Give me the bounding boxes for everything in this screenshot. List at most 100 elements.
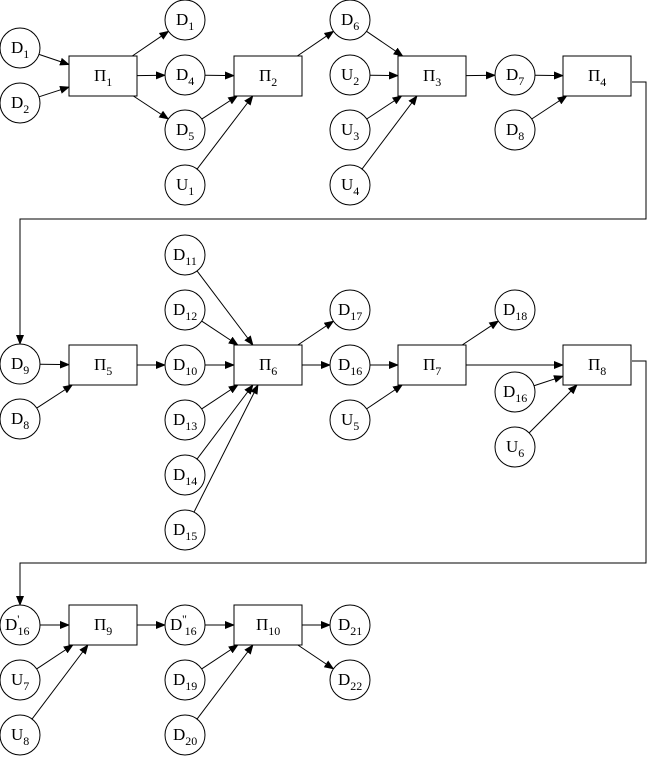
- node-label: D17: [338, 300, 362, 323]
- arrow-d8a-to-p4: [531, 95, 568, 120]
- node-label-sub: 9: [106, 624, 112, 638]
- data-node-u1: U1: [164, 164, 206, 206]
- node-label-sup: ': [17, 612, 19, 626]
- node-label-base: Π: [256, 615, 268, 634]
- node-circle: [164, 54, 206, 96]
- node-label-base: D: [173, 520, 185, 539]
- arrow-d16b-to-p8: [533, 375, 564, 387]
- data-node-u5: U5: [329, 399, 371, 441]
- node-label-sub: 15: [185, 529, 197, 543]
- node-label: D2: [11, 93, 29, 116]
- node-label: D14: [173, 465, 197, 488]
- arrow-p10-to-d22: [297, 644, 335, 670]
- node-circle: [0, 398, 41, 440]
- process-rect: [68, 604, 138, 646]
- node-circle: [164, 289, 206, 331]
- node-label-sub: 1: [106, 75, 112, 89]
- node-circle: [164, 509, 206, 551]
- node-label: D9: [11, 354, 29, 377]
- arrow-d11-to-p6: [196, 270, 254, 346]
- node-label-base: D: [338, 615, 350, 634]
- process-rect: [562, 55, 632, 97]
- process-rect: [562, 344, 632, 386]
- node-label: D18: [503, 300, 527, 323]
- data-node-u8: U8: [0, 714, 41, 756]
- arrow-p4-to-d9: [16, 81, 647, 345]
- node-label-sub: 17: [350, 309, 362, 323]
- node-label-base: U: [341, 120, 353, 139]
- node-label-sub: 12: [185, 309, 197, 323]
- node-circle: [494, 426, 536, 468]
- arrow-d19-to-p10: [201, 644, 239, 670]
- process-rect: [233, 55, 303, 97]
- node-label-base: D: [11, 409, 23, 428]
- node-label-sub: 16: [350, 364, 362, 378]
- node-label-sub: 8: [518, 129, 524, 143]
- node-label-base: D: [173, 725, 185, 744]
- node-label: D19: [173, 670, 197, 693]
- node-label-sub: 7: [435, 364, 441, 378]
- node-circle: [0, 659, 41, 701]
- arrow-p8-to-d16p: [16, 360, 647, 606]
- node-circle: [164, 454, 206, 496]
- node-label: D13: [173, 410, 197, 433]
- data-node-d7: D7: [494, 54, 536, 96]
- node-label: Π1: [94, 66, 112, 89]
- node-label-sub: 18: [515, 309, 527, 323]
- node-label-base: D: [170, 615, 182, 634]
- node-label: D5: [176, 120, 194, 143]
- data-node-d19: D19: [164, 659, 206, 701]
- process-box-p6: Π6: [233, 344, 303, 386]
- data-node-d4: D4: [164, 54, 206, 96]
- node-label-sub: 1: [188, 184, 194, 198]
- node-label: U3: [341, 120, 359, 143]
- node-label-sub: 6: [518, 446, 524, 460]
- node-label: Π3: [423, 66, 441, 89]
- data-node-d12: D12: [164, 289, 206, 331]
- node-label-base: Π: [423, 66, 435, 85]
- node-label-base: U: [506, 437, 518, 456]
- data-node-d22: D22: [329, 659, 371, 701]
- node-label-sub: 22: [350, 679, 362, 693]
- node-label: Π10: [256, 615, 280, 638]
- node-label-sub: 8: [23, 734, 29, 748]
- node-label-base: D: [503, 300, 515, 319]
- node-circle: [0, 27, 41, 69]
- node-circle: [164, 0, 206, 41]
- arrow-u1-to-p2: [196, 95, 254, 170]
- node-circle: [164, 109, 206, 151]
- node-label-sub: 5: [106, 364, 112, 378]
- data-node-u6: U6: [494, 426, 536, 468]
- arrow-d6-to-p3: [366, 30, 404, 57]
- data-node-d2: D2: [0, 82, 41, 124]
- node-label-sub: 9: [23, 363, 29, 377]
- process-box-p10: Π10: [233, 604, 303, 646]
- data-node-d6: D6: [329, 0, 371, 41]
- node-label-base: D: [5, 615, 17, 634]
- process-box-p9: Π9: [68, 604, 138, 646]
- node-label: D16: [338, 355, 362, 378]
- node-label-base: Π: [423, 355, 435, 374]
- node-label-base: U: [341, 65, 353, 84]
- data-node-d16pp: D''16: [164, 604, 206, 646]
- node-circle: [164, 604, 206, 646]
- data-node-u3: U3: [329, 109, 371, 151]
- arrow-p2-to-d6: [297, 30, 335, 57]
- node-label: D12: [173, 300, 197, 323]
- node-circle: [164, 234, 206, 276]
- node-label: U2: [341, 65, 359, 88]
- data-node-d16a: D16: [329, 344, 371, 386]
- node-label-base: U: [11, 670, 23, 689]
- node-label-base: D: [506, 120, 518, 139]
- data-node-d17: D17: [329, 289, 371, 331]
- node-circle: [329, 54, 371, 96]
- node-circle: [329, 164, 371, 206]
- data-node-d5: D5: [164, 109, 206, 151]
- data-node-d13: D13: [164, 399, 206, 441]
- process-rect: [397, 55, 467, 97]
- node-label-sub: 4: [600, 75, 606, 89]
- node-label: Π7: [423, 355, 441, 378]
- data-node-d21: D21: [329, 604, 371, 646]
- node-circle: [329, 344, 371, 386]
